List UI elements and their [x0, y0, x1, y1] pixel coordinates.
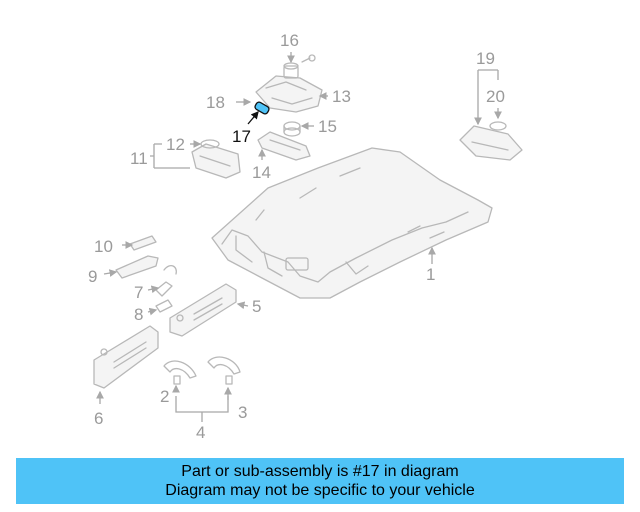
rear-lamp-part	[459, 121, 523, 161]
lens-part	[257, 131, 311, 161]
callout-4: 4	[196, 423, 205, 442]
banner-line-disclaimer: Diagram may not be specific to your vehi…	[165, 482, 475, 499]
visor-hook-parts	[115, 235, 177, 313]
callout-13: 13	[332, 87, 351, 106]
sun-visor-right-part	[169, 283, 237, 337]
callout-labels: 1 2 3 4 5 6 7 8 9 10 11 12 13 14 15 16 1…	[88, 31, 505, 442]
callout-12: 12	[166, 135, 185, 154]
banner-line-part-number: Part or sub-assembly is #17 in diagram	[181, 463, 459, 480]
callout-16: 16	[280, 31, 299, 50]
callout-6: 6	[94, 409, 103, 428]
callout-19: 19	[476, 49, 495, 68]
callout-20: 20	[486, 87, 505, 106]
callout-14: 14	[252, 163, 271, 182]
info-banner: Part or sub-assembly is #17 in diagram D…	[16, 458, 624, 504]
callout-2: 2	[160, 387, 169, 406]
callout-3: 3	[238, 403, 247, 422]
leader-lines	[96, 52, 502, 422]
sun-visor-left-part	[93, 325, 159, 389]
highlighted-part-17	[254, 101, 270, 115]
callout-10: 10	[94, 237, 113, 256]
callout-17: 17	[232, 127, 251, 146]
dome-lamp-part	[255, 54, 323, 113]
callout-5: 5	[252, 297, 261, 316]
callout-15: 15	[318, 117, 337, 136]
grab-handle-parts	[163, 356, 241, 385]
callout-11: 11	[130, 149, 148, 168]
part-15-disc	[283, 121, 301, 137]
headliner-part	[211, 147, 493, 299]
map-lamp-part	[191, 139, 241, 179]
callout-18: 18	[206, 93, 225, 112]
callout-1: 1	[426, 265, 435, 284]
callout-9: 9	[88, 267, 97, 286]
callout-7: 7	[134, 283, 143, 302]
callout-8: 8	[134, 305, 143, 324]
